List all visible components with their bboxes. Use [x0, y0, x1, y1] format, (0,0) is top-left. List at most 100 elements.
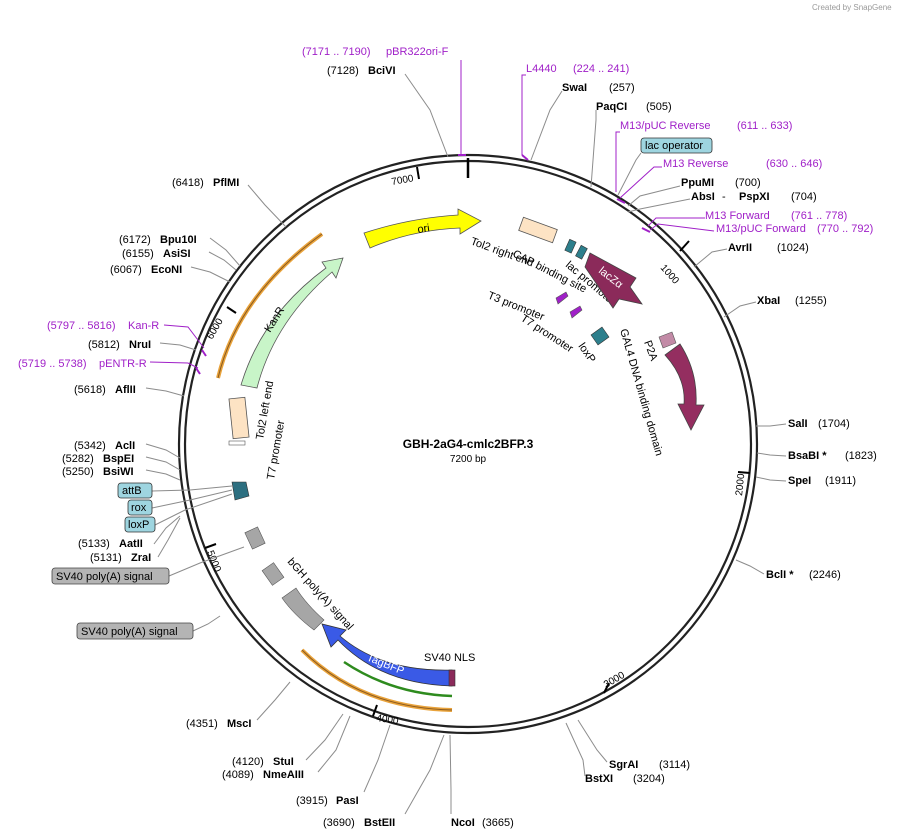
site-xbai[interactable]: XbaI (1255): [723, 295, 827, 318]
site-nrui[interactable]: (5812) NruI: [88, 339, 197, 351]
site-acli[interactable]: (5342) AclI: [74, 440, 181, 459]
green-arc[interactable]: [343, 660, 453, 698]
site-pos: (505): [646, 101, 672, 113]
sv40-polya-marker-2[interactable]: [261, 562, 285, 586]
site-name: AbsI: [691, 191, 715, 203]
site-swai[interactable]: SwaI (257): [530, 82, 635, 161]
tick-label-1000: 1000: [658, 263, 681, 287]
site-bcli[interactable]: BclI * (2246): [735, 559, 841, 581]
site-zrai[interactable]: (5131) ZraI: [90, 517, 181, 564]
attB-box-label: attB: [122, 485, 142, 497]
cap-site-marker[interactable]: [564, 238, 577, 254]
site-bsiwi[interactable]: (5250) BsiWI: [62, 466, 181, 481]
ori-feature[interactable]: ori: [363, 208, 482, 249]
sv40-polya-box-1[interactable]: SV40 poly(A) signal: [51, 546, 245, 585]
site-name: AsiSI: [163, 248, 191, 260]
lac-promoter-marker[interactable]: [575, 244, 588, 260]
primer-name: M13 Reverse: [663, 158, 728, 170]
site-pos: (1024): [777, 242, 809, 254]
sv40-polya-marker-1[interactable]: [244, 526, 266, 550]
site-pos: (7128): [327, 65, 359, 77]
site-nmeaiii[interactable]: (4089) NmeAIII: [222, 715, 351, 781]
left-orange-arc[interactable]: [216, 232, 324, 379]
site-absi-pspxi[interactable]: AbsI - PspXI (704): [627, 191, 817, 213]
primer-m13puc-forward[interactable]: M13/pUC Forward (770 .. 792): [649, 223, 873, 235]
site-bstxi[interactable]: BstXI (3204): [565, 722, 665, 785]
primer-kanr[interactable]: (5797 .. 5816) Kan-R: [47, 320, 207, 357]
site-bspei[interactable]: (5282) BspEI: [62, 453, 181, 471]
p2a-marker[interactable]: [658, 331, 677, 349]
tol2-right-end-box[interactable]: [518, 216, 558, 244]
site-aatii[interactable]: (5133) AatII: [78, 515, 181, 550]
rox-box[interactable]: rox: [127, 489, 233, 516]
site-name: SgrAI: [609, 759, 638, 771]
loxP-inner-label: loxP: [576, 341, 598, 365]
site-pos: (5250): [62, 466, 94, 478]
ori-label: ori: [417, 222, 431, 236]
lac-operator-label: lac operator: [645, 140, 703, 152]
site-pos: (5282): [62, 453, 94, 465]
t3-promoter-marker[interactable]: [555, 291, 569, 305]
tick-label-2000: 2000: [734, 473, 747, 497]
site-stui[interactable]: (4120) StuI: [232, 713, 344, 768]
site-pos: (704): [791, 191, 817, 203]
site-asisi[interactable]: (6155) AsiSI: [122, 248, 237, 271]
site-bpu10i[interactable]: (6172) Bpu10I: [119, 234, 241, 267]
attB-rox-loxP-marker[interactable]: [231, 481, 250, 501]
attB-box[interactable]: attB: [117, 482, 233, 499]
site-sgrai[interactable]: SgrAI (3114): [577, 719, 690, 771]
site-bsteii[interactable]: (3690) BstEII: [323, 734, 445, 829]
gal4-label: GAL4 DNA binding domain: [617, 328, 665, 458]
primer-range: (761 .. 778): [791, 210, 847, 222]
primer-pbr322ori[interactable]: (7171 .. 7190) pBR322ori-F: [302, 46, 466, 156]
sv40-nls-label: SV40 NLS: [424, 652, 475, 664]
site-pflmi[interactable]: (6418) PflMI: [172, 177, 287, 228]
site-ppumi[interactable]: PpuMI (700): [627, 177, 761, 207]
t7-promoter-2-marker[interactable]: [228, 440, 246, 446]
site-pos: (5133): [78, 538, 110, 550]
site-pos: (3690): [323, 817, 355, 829]
site-name: AflII: [115, 384, 136, 396]
site-pasi[interactable]: (3915) PasI: [296, 724, 391, 807]
sv40-polya-box-2[interactable]: SV40 poly(A) signal: [76, 615, 221, 640]
site-pos: (2246): [809, 569, 841, 581]
lacZa-feature[interactable]: lacZα: [584, 252, 643, 309]
site-pos: (1255): [795, 295, 827, 307]
rox-box-label: rox: [131, 502, 147, 514]
primer-name: pBR322ori-F: [386, 46, 449, 58]
site-econi[interactable]: (6067) EcoNI: [110, 264, 231, 283]
lac-operator-box[interactable]: lac operator: [617, 137, 713, 196]
primer-pentr-r[interactable]: (5719 .. 5738) pENTR-R: [18, 358, 201, 375]
site-avrii[interactable]: AvrII (1024): [693, 242, 809, 268]
site-bsabi[interactable]: BsaBI * (1823): [756, 450, 877, 462]
loxP-marker[interactable]: [590, 326, 610, 346]
site-aflii[interactable]: (5618) AflII: [74, 384, 185, 397]
site-name: XbaI: [757, 295, 780, 307]
t7-promoter-label-2: T7 promoter: [265, 419, 287, 480]
kanR-feature[interactable]: KanR: [240, 257, 344, 389]
site-bcivi[interactable]: (7128) BciVI: [327, 65, 449, 158]
sv40-nls-marker[interactable]: [448, 669, 456, 687]
gal4-feature[interactable]: [664, 343, 705, 431]
site-name: BsiWI: [103, 466, 134, 478]
primer-range: (770 .. 792): [817, 223, 873, 235]
site-sali[interactable]: SalI (1704): [756, 418, 850, 430]
site-name: BclI *: [766, 569, 794, 581]
t3-promoter-label: T3 promoter: [486, 290, 546, 324]
site-name: Bpu10I: [160, 234, 197, 246]
primer-m13puc-reverse[interactable]: M13/pUC Reverse (611 .. 633): [615, 120, 792, 192]
site-paqci[interactable]: PaqCI (505): [590, 101, 672, 188]
primer-l4440[interactable]: L4440 (224 .. 241): [521, 63, 629, 161]
tick-label-7000: 7000: [391, 173, 415, 188]
primer-m13-reverse[interactable]: M13 Reverse (630 .. 646): [616, 158, 822, 204]
site-pos: (6172): [119, 234, 151, 246]
tol2-left-end-box[interactable]: [228, 396, 250, 440]
site-ncoi[interactable]: NcoI (3665): [449, 734, 514, 829]
primer-name: pENTR-R: [99, 358, 147, 370]
loxP-box[interactable]: loxP: [124, 493, 233, 533]
t7-promoter-marker[interactable]: [569, 305, 583, 319]
site-msci[interactable]: (4351) MscI: [186, 681, 291, 730]
primer-m13-forward[interactable]: M13 Forward (761 .. 778): [641, 210, 847, 233]
site-spei[interactable]: SpeI (1911): [755, 475, 856, 487]
bgh-polya-marker[interactable]: [281, 587, 325, 631]
